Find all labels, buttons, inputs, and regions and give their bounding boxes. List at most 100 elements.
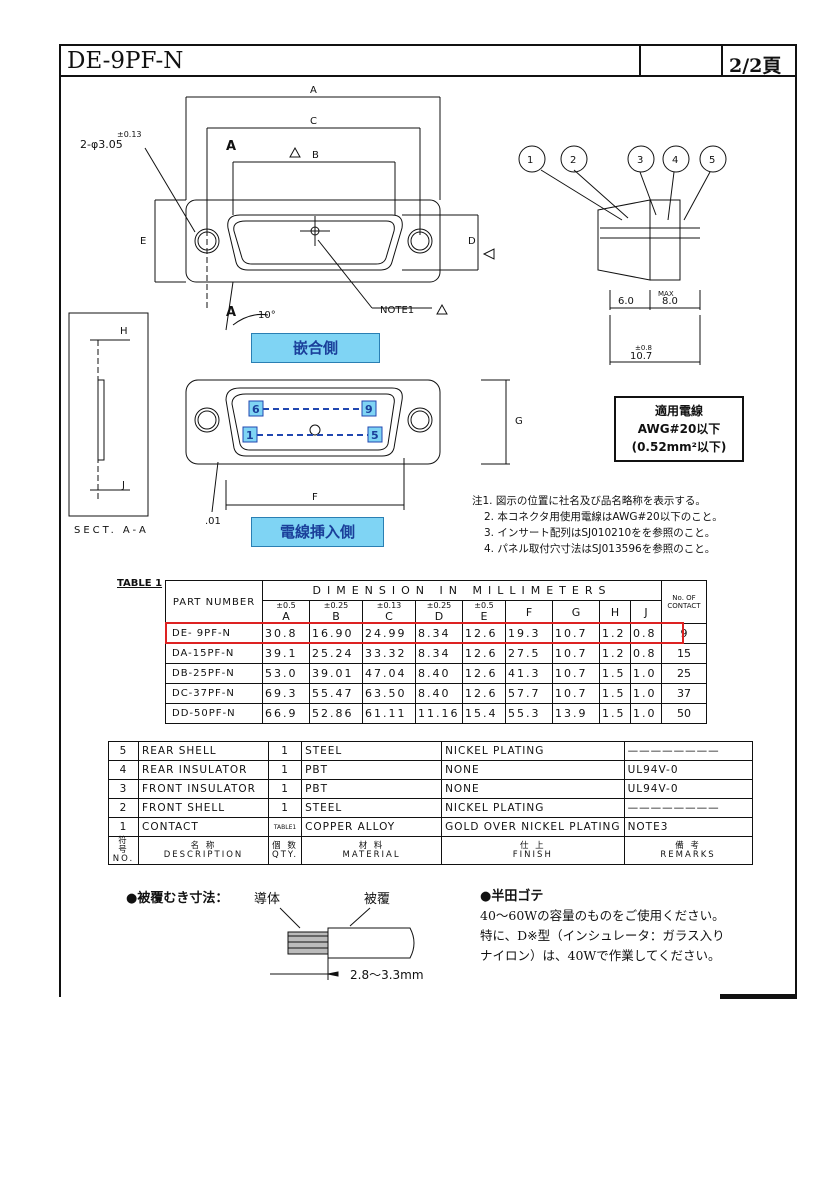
dimension-cell: 39.01 — [309, 663, 363, 684]
bom-qty-cell: 1 — [267, 779, 303, 799]
dimension-cell: 12.6 — [462, 623, 506, 644]
table1-caption: TABLE 1 — [117, 578, 163, 589]
bom-material-cell: STEEL — [301, 741, 443, 761]
column-tolerance: ±0.5 — [474, 601, 494, 610]
soldering-iron-title: ●半田ゴテ — [480, 889, 544, 904]
dimension-cell: 55.3 — [505, 703, 553, 724]
applicable-wire-box: 適用電線 AWG#20以下 (0.52mm²以下) — [614, 396, 744, 462]
part-number-cell: DD-50PF-N — [165, 703, 263, 724]
bom-remarks-cell: UL94V-0 — [623, 779, 753, 799]
contacts-header: No. OF CONTACT — [661, 580, 707, 624]
column-letter: F — [525, 605, 533, 619]
part-number-cell: DA-15PF-N — [165, 643, 263, 664]
bom-no-cell: 4 — [108, 760, 139, 780]
side-dim-8: 8.0 — [662, 296, 678, 307]
dim-e-label: E — [140, 236, 146, 247]
callout-4: 4 — [672, 155, 678, 166]
dimension-cell: 27.5 — [505, 643, 553, 664]
pin-1-label: 1 — [246, 429, 254, 442]
bom-qty-cell: 1 — [267, 760, 303, 780]
column-tolerance: ±0.25 — [323, 601, 349, 610]
bom-finish-cell: NICKEL PLATING — [441, 798, 625, 818]
bom-qty-cell: TABLE1 — [267, 817, 303, 837]
dimension-cell: 41.3 — [505, 663, 553, 684]
dim-a-label: A — [310, 85, 317, 96]
soldering-iron-text: 40～60Wの容量のものをご使用ください。 特に、D※型（インシュレータ：ガラス… — [480, 906, 725, 966]
pin-5-label: 5 — [371, 429, 379, 442]
dimension-cell: 1.0 — [630, 663, 662, 684]
notes-block: 注1. 図示の位置に社名及び品名略称を表示する。 2. 本コネクタ用使用電線はA… — [472, 493, 723, 557]
bom-no-cell: 1 — [108, 817, 139, 837]
side-dim-10-7: 10.7 — [630, 351, 652, 362]
column-letter: C — [385, 610, 393, 623]
document-title: DE-9PF-N — [67, 48, 184, 74]
section-mark-bottom: A — [226, 305, 236, 320]
frame-corner-mark — [720, 994, 797, 999]
side-dim-6: 6.0 — [618, 296, 634, 307]
dimension-cell: 12.6 — [462, 683, 506, 704]
dimension-cell: 0.8 — [630, 643, 662, 664]
dimension-cell: 12.6 — [462, 643, 506, 664]
strip-length-value: 2.8～3.3mm — [350, 968, 424, 982]
bom-material-cell: COPPER ALLOY — [301, 817, 443, 837]
dimension-cell: 10.7 — [552, 643, 600, 664]
note-line: 2. 本コネクタ用使用電線はAWG#20以下のこと。 — [484, 511, 723, 523]
column-letter: J — [644, 605, 648, 619]
dim-column-header: F — [505, 600, 553, 624]
dimension-cell: 15.4 — [462, 703, 506, 724]
bom-material-cell: STEEL — [301, 798, 443, 818]
dimension-cell: 8.34 — [415, 643, 463, 664]
bom-finish-cell: NONE — [441, 779, 625, 799]
column-tolerance: ±0.5 — [276, 601, 296, 610]
column-letter: B — [332, 610, 340, 623]
dimension-cell: 33.32 — [362, 643, 416, 664]
selected-row-highlight — [165, 622, 684, 644]
part-number-cell: DC-37PF-N — [165, 683, 263, 704]
bom-description-cell: REAR INSULATOR — [138, 760, 269, 780]
dimension-cell: 1.2 — [599, 643, 631, 664]
pin-6-label: 6 — [252, 403, 260, 416]
contact-count-cell: 37 — [661, 683, 707, 704]
dimension-cell: 69.3 — [262, 683, 310, 704]
dim-h-label: H — [120, 326, 128, 337]
dim-column-header: G — [552, 600, 600, 624]
note-line: 注1. 図示の位置に社名及び品名略称を表示する。 — [472, 495, 706, 507]
dimension-cell: 0.8 — [630, 623, 662, 644]
dim-g-label: G — [515, 416, 523, 427]
wire-box-area: (0.52mm²以下) — [631, 440, 727, 454]
bom-description-cell: FRONT INSULATOR — [138, 779, 269, 799]
flatness-label: .01 — [205, 516, 221, 527]
bom-finish-cell: NONE — [441, 760, 625, 780]
dimension-cell: 61.11 — [362, 703, 416, 724]
dimension-cell: 8.34 — [415, 623, 463, 644]
column-letter: A — [282, 610, 290, 623]
dimension-cell: 1.5 — [599, 703, 631, 724]
solder-line: 40～60Wの容量のものをご使用ください。 — [480, 908, 725, 923]
column-tolerance: ±0.13 — [376, 601, 402, 610]
bom-no-cell: 2 — [108, 798, 139, 818]
column-letter: D — [434, 610, 444, 623]
page-number: 2/2頁 — [729, 55, 782, 77]
column-tolerance: ±0.25 — [426, 601, 452, 610]
bom-description-cell: CONTACT — [138, 817, 269, 837]
dimension-cell: 66.9 — [262, 703, 310, 724]
bom-qty-cell: 1 — [267, 798, 303, 818]
hole-diameter: 2-φ3.05 — [80, 138, 123, 151]
part-number-cell: DB-25PF-N — [165, 663, 263, 684]
wire-strip-diagram — [270, 907, 415, 980]
dim-c-label: C — [310, 116, 317, 127]
dimension-table: PART NUMBER DIMENSION IN MILLIMETERS No.… — [165, 580, 707, 724]
bom-finish-cell: NICKEL PLATING — [441, 741, 625, 761]
dimension-cell: 52.86 — [309, 703, 363, 724]
bom-head-qty: 個 数 QTY. — [267, 836, 303, 865]
